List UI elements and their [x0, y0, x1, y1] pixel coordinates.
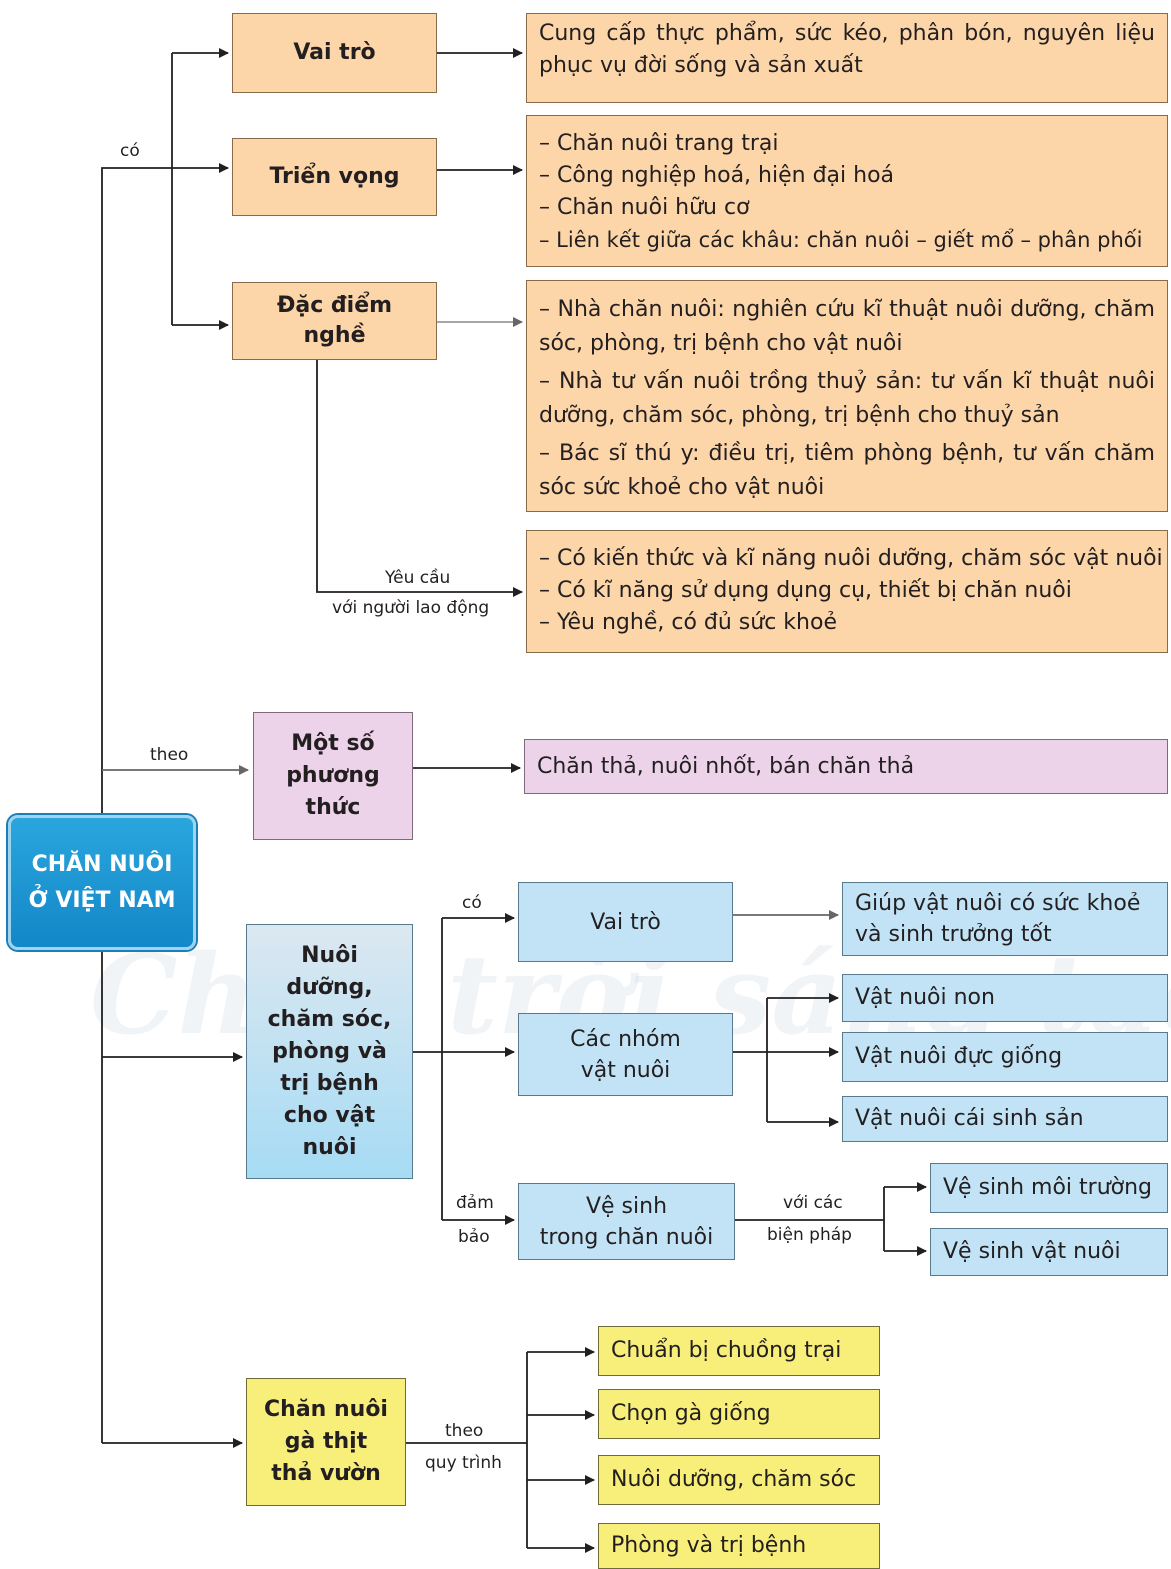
node-pt-line-3: thức: [305, 795, 361, 820]
care-line: cho vật: [283, 1102, 376, 1128]
label-co-top: có: [120, 141, 140, 161]
care-line: Nuôi: [301, 942, 358, 968]
list-item: Chuẩn bị chuồng trại: [611, 1338, 842, 1363]
phuong-thuc-text: Chăn thả, nuôi nhốt, bán chăn thả: [537, 753, 915, 779]
list-item: Vật nuôi non: [855, 985, 995, 1010]
care-vai-tro-text-2: và sinh trưởng tốt: [855, 922, 1052, 947]
list-item: Vệ sinh môi trường: [943, 1175, 1153, 1200]
vai-tro-text: Cung cấp thực phẩm, sức kéo, phân bón, n…: [539, 21, 1155, 78]
node-ve-sinh-moi-truong: Vệ sinh môi trường: [930, 1163, 1168, 1213]
list-item: – Chăn nuôi trang trại: [539, 131, 779, 156]
label-yeu-cau-2: với người lao động: [332, 598, 490, 618]
list-item: Vệ sinh vật nuôi: [943, 1239, 1121, 1264]
node-vat-nuoi-cai: Vật nuôi cái sinh sản: [842, 1096, 1168, 1142]
node-dac-diem-line-2: nghề: [303, 323, 366, 348]
ve-sinh-line-2: trong chăn nuôi: [539, 1224, 714, 1250]
care-line: chăm sóc,: [267, 1006, 392, 1032]
list-item: Vật nuôi cái sinh sản: [855, 1106, 1084, 1131]
node-phuong-thuc-text: Chăn thả, nuôi nhốt, bán chăn thả: [524, 739, 1168, 794]
node-trien-vong-label: Triển vọng: [269, 164, 400, 189]
list-item: – Có kĩ năng sử dụng dụng cụ, thiết bị c…: [539, 578, 1072, 603]
node-ve-sinh-vat-nuoi: Vệ sinh vật nuôi: [930, 1228, 1168, 1276]
label-yeu-cau-1: Yêu cầu: [385, 568, 451, 588]
label-voi-cac: với các: [783, 1193, 843, 1213]
node-vat-nuoi-non: Vật nuôi non: [842, 974, 1168, 1022]
root-line-2: Ở VIỆT NAM: [28, 887, 176, 913]
label-bao: bảo: [458, 1227, 490, 1247]
node-care-vai-tro: Vai trò: [518, 882, 733, 962]
list-item: – Có kiến thức và kĩ năng nuôi dưỡng, ch…: [539, 546, 1163, 571]
cac-nhom-line-2: vật nuôi: [580, 1057, 671, 1083]
node-nuoi-duong: Nuôi dưỡng, chăm sóc, phòng và trị bệnh …: [246, 924, 413, 1179]
list-item: Nuôi dưỡng, chăm sóc: [611, 1467, 857, 1492]
label-co-care: có: [462, 893, 482, 913]
node-trien-vong: Triển vọng: [232, 138, 437, 216]
list-item: Vật nuôi đực giống: [855, 1044, 1063, 1069]
node-chan-nuoi-ga: Chăn nuôi gà thịt thả vườn: [246, 1378, 406, 1506]
care-vai-tro-text-1: Giúp vật nuôi có sức khoẻ: [855, 891, 1141, 916]
label-dam: đảm: [456, 1193, 494, 1213]
root-line-1: CHĂN NUÔI: [31, 851, 173, 877]
label-bien-phap: biện pháp: [767, 1225, 852, 1245]
node-dac-diem-list: – Nhà chăn nuôi: nghiên cứu kĩ thuật nuô…: [526, 280, 1168, 512]
care-line: dưỡng,: [286, 974, 373, 1000]
ga-line-3: thả vườn: [271, 1461, 381, 1486]
root-node: CHĂN NUÔI Ở VIỆT NAM: [8, 815, 196, 950]
list-item: – Nhà chăn nuôi: nghiên cứu kĩ thuật nuô…: [539, 297, 1155, 356]
care-line: phòng và: [272, 1038, 387, 1064]
node-yeu-cau-list: – Có kiến thức và kĩ năng nuôi dưỡng, ch…: [526, 530, 1168, 653]
node-step-3: Nuôi dưỡng, chăm sóc: [598, 1455, 880, 1505]
care-vai-tro-label: Vai trò: [590, 909, 661, 935]
list-item: – Công nghiệp hoá, hiện đại hoá: [539, 163, 895, 188]
label-theo-mid: theo: [150, 745, 189, 765]
list-item: Chọn gà giống: [611, 1401, 771, 1426]
list-item: – Nhà tư vấn nuôi trồng thuỷ sản: tư vấn…: [539, 369, 1155, 428]
list-item: – Chăn nuôi hữu cơ: [539, 195, 750, 220]
node-ve-sinh: Vệ sinh trong chăn nuôi: [518, 1183, 735, 1260]
care-line: trị bệnh: [280, 1070, 379, 1096]
node-vai-tro: Vai trò: [232, 13, 437, 93]
node-step-1: Chuẩn bị chuồng trại: [598, 1326, 880, 1376]
ve-sinh-line-1: Vệ sinh: [585, 1193, 668, 1219]
node-vai-tro-label: Vai trò: [293, 40, 376, 65]
cac-nhom-line-1: Các nhóm: [570, 1026, 681, 1052]
node-vai-tro-text: Cung cấp thực phẩm, sức kéo, phân bón, n…: [526, 13, 1168, 103]
node-care-vai-tro-text: Giúp vật nuôi có sức khoẻ và sinh trưởng…: [842, 882, 1168, 956]
node-dac-diem: Đặc điểm nghề: [232, 282, 437, 360]
list-item: – Liên kết giữa các khâu: chăn nuôi – gi…: [539, 228, 1143, 252]
ga-line-1: Chăn nuôi: [264, 1397, 388, 1422]
list-item: – Bác sĩ thú y: điều trị, tiêm phòng bện…: [539, 441, 1155, 500]
label-theo-bottom: theo: [445, 1421, 484, 1441]
node-pt-line-2: phương: [286, 763, 380, 788]
list-item: Phòng và trị bệnh: [611, 1533, 807, 1558]
node-dac-diem-line-1: Đặc điểm: [276, 293, 393, 318]
care-line: nuôi: [302, 1134, 357, 1160]
node-step-2: Chọn gà giống: [598, 1389, 880, 1439]
node-phuong-thuc: Một số phương thức: [253, 712, 413, 840]
node-trien-vong-list: – Chăn nuôi trang trại – Công nghiệp hoá…: [526, 115, 1168, 267]
node-pt-line-1: Một số: [291, 731, 375, 756]
node-vat-nuoi-duc: Vật nuôi đực giống: [842, 1032, 1168, 1082]
node-step-4: Phòng và trị bệnh: [598, 1523, 880, 1569]
ga-line-2: gà thịt: [284, 1429, 368, 1454]
label-quy-trinh: quy trình: [425, 1453, 502, 1473]
list-item: – Yêu nghề, có đủ sức khoẻ: [539, 610, 837, 635]
node-cac-nhom: Các nhóm vật nuôi: [518, 1013, 733, 1096]
